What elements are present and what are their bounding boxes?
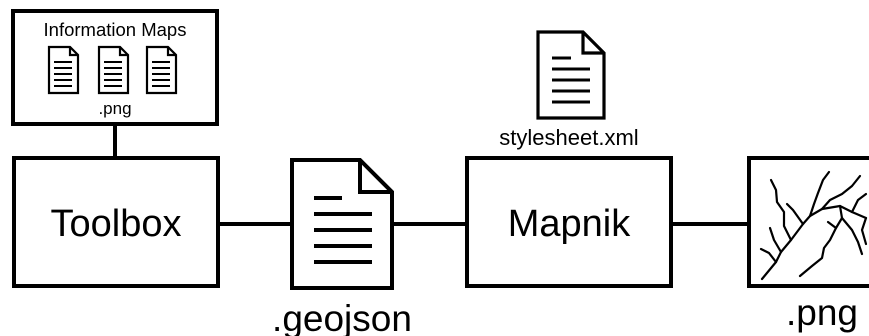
mapnik-label: Mapnik: [508, 203, 631, 245]
mapnik-box: Mapnik: [465, 156, 673, 288]
information-maps-box: Information Maps: [11, 9, 219, 126]
output-label: .png: [786, 292, 858, 333]
information-maps-title: Information Maps: [44, 19, 187, 40]
stylesheet-label: stylesheet.xml: [499, 125, 638, 150]
document-icon: [47, 45, 80, 95]
document-icon: [536, 30, 606, 120]
document-icon: [290, 158, 394, 290]
geojson-document: .geojson: [272, 158, 412, 336]
document-icon: [145, 45, 178, 95]
document-icon: [97, 45, 130, 95]
output-frame: [747, 156, 869, 288]
map-icon: [759, 170, 868, 281]
toolbox-label: Toolbox: [51, 203, 182, 245]
toolbox-box: Toolbox: [12, 156, 220, 288]
geojson-label: .geojson: [272, 298, 412, 336]
information-maps-caption: .png: [98, 99, 131, 118]
output-png: .png: [747, 156, 869, 333]
stylesheet-document: stylesheet.xml: [499, 30, 639, 150]
